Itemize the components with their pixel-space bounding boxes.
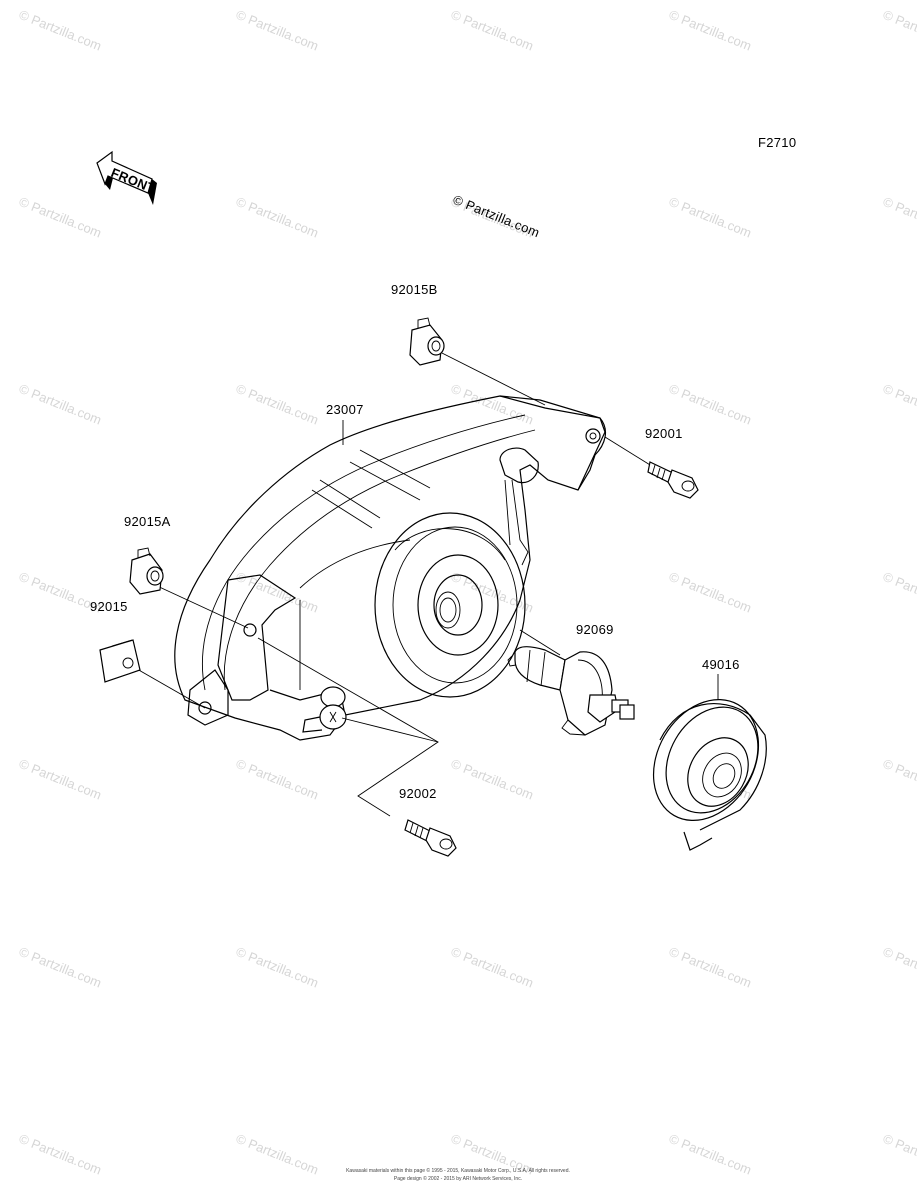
watermark-text: © Partzilla.com: [881, 381, 917, 428]
watermark-text: © Partzilla.com: [881, 1131, 917, 1178]
watermark-text: © Partzilla.com: [667, 1131, 754, 1178]
watermark-text: © Partzilla.com: [667, 569, 754, 616]
bulb-92069: [507, 646, 635, 736]
watermark-text: © Partzilla.com: [667, 7, 754, 54]
part-label-23007[interactable]: 23007: [326, 402, 364, 417]
watermark-text: © Partzilla.com: [234, 1131, 321, 1178]
watermark-text: © Partzilla.com: [881, 569, 917, 616]
watermark-text: © Partzilla.com: [449, 756, 536, 803]
watermark-text: © Partzilla.com: [17, 756, 104, 803]
watermark-text: © Partzilla.com: [881, 944, 917, 991]
figure-code: F2710: [758, 135, 796, 150]
part-label-49016[interactable]: 49016: [702, 657, 740, 672]
watermark-text: © Partzilla.com: [234, 194, 321, 241]
part-label-92015a[interactable]: 92015A: [124, 514, 171, 529]
watermark-text: © Partzilla.com: [881, 756, 917, 803]
bolt-92002: [404, 819, 457, 857]
watermark-text: © Partzilla.com: [234, 944, 321, 991]
watermark-text: © Partzilla.com: [234, 381, 321, 428]
watermark-text: © Partzilla.com: [17, 381, 104, 428]
watermark-text: © Partzilla.com: [234, 756, 321, 803]
watermark-text: © Partzilla.com: [667, 194, 754, 241]
watermark-text: © Partzilla.com: [17, 194, 104, 241]
headlight-housing: [174, 395, 607, 741]
part-label-92015[interactable]: 92015: [90, 599, 128, 614]
part-label-92002[interactable]: 92002: [399, 786, 437, 801]
part-label-92015b[interactable]: 92015B: [391, 282, 438, 297]
clip-nut-92015a: [129, 547, 164, 595]
clip-nut-92015: [99, 639, 141, 683]
dust-cover-49016: [652, 699, 767, 851]
watermark-text: © Partzilla.com: [881, 7, 917, 54]
front-arrow-label: FRONT: [109, 165, 158, 196]
footer-copyright: Kawasaki materials within this page © 19…: [346, 1167, 570, 1174]
bolt-92001: [647, 461, 699, 499]
watermark-text: © Partzilla.com: [667, 381, 754, 428]
watermark-text: © Partzilla.com: [449, 7, 536, 54]
leader-lines: [129, 349, 719, 817]
watermark-text: © Partzilla.com: [449, 944, 536, 991]
part-label-92001[interactable]: 92001: [645, 426, 683, 441]
watermark-text: © Partzilla.com: [667, 944, 754, 991]
footer-design: Page design © 2002 - 2015 by ARI Network…: [394, 1175, 522, 1182]
clip-nut-92015b: [409, 317, 445, 366]
watermark-text: © Partzilla.com: [17, 1131, 104, 1178]
part-label-92069[interactable]: 92069: [576, 622, 614, 637]
watermark-text: © Partzilla.com: [234, 7, 321, 54]
watermark-text: © Partzilla.com: [17, 944, 104, 991]
copyright-mark: © Partzilla.com: [451, 192, 542, 240]
watermark-text: © Partzilla.com: [881, 194, 917, 241]
watermark-text: © Partzilla.com: [17, 7, 104, 54]
front-arrow-icon: FRONT: [96, 150, 158, 205]
